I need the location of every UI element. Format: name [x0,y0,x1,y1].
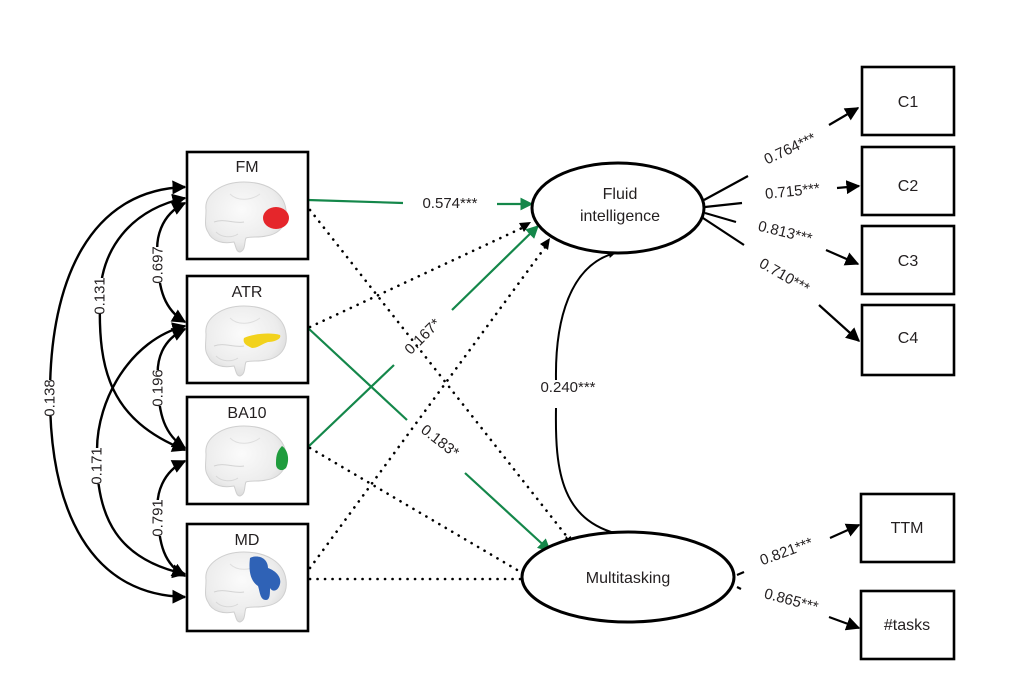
cov-label-text: 0.171 [89,447,106,485]
predictor-fm-label: FM [235,159,258,176]
loading-multi-tasks-arrow [828,615,861,631]
indicator-ttm-label: TTM [891,520,924,537]
latent-fluid-label-line2: intelligence [580,208,660,225]
cov-label-ba10-md: 0.791 [149,499,167,537]
path-ba10-fluid-arrow [451,225,539,311]
loading-c1-label: 0.764*** [762,130,819,169]
loading-c2-label: 0.715*** [764,180,821,203]
cov-label-text: 0.196 [150,369,167,407]
arrowhead-md-fluid [540,238,550,250]
latent-multitasking-label: Multitasking [586,570,670,587]
path-fm-multi-dotted [308,208,570,540]
atr-region [243,333,281,348]
cov-label-fm-atr: 0.697 [149,246,167,284]
indicator-c3: C3 [860,224,956,296]
loading-fluid-c3-arrow [825,248,860,266]
predictor-ba10: BA10 [185,395,310,506]
loading-c4-label: 0.710*** [756,255,812,297]
latent-fluid-label-line1: Fluid [603,186,638,203]
loading-multi-ttm-arrow [829,523,861,540]
loading-ttm-label: 0.821*** [758,534,816,569]
brain-atr-icon [205,305,287,377]
path-fm-fluid [307,198,404,205]
path-md-fluid-dotted [308,244,548,570]
cov-atr-md-curve [95,322,187,579]
loading-fluid-c2-stub [704,201,743,209]
path-fm-fluid-label: 0.574*** [422,195,477,212]
loading-c3-label: 0.813*** [756,218,814,248]
cov-label-text: 0.138 [42,379,59,417]
predictor-md-label: MD [235,532,260,549]
indicator-c2-label: C2 [898,178,919,195]
path-ba10-fluid-label: 0.167* [401,315,444,358]
predictor-atr: ATR [185,274,310,385]
cov-label-atr-ba10: 0.196 [149,369,167,407]
loading-fluid-c4-arrow [818,304,861,342]
indicator-ttm: TTM [859,492,956,564]
cov-label-fm-md: 0.138 [41,379,59,417]
latent-covariance-curve [554,253,628,536]
indicator-c1: C1 [860,65,956,137]
brain-md-icon [205,551,287,623]
indicator-c4-label: C4 [898,330,919,347]
path-atr-multi [307,327,408,421]
loading-multi-tasks-stub [736,586,742,590]
indicator-c2: C2 [860,145,956,217]
latent-covariance-label: 0.240*** [540,379,595,396]
cov-label-fm-ba10: 0.131 [91,277,109,315]
md-region [249,556,281,600]
predictor-md: MD [185,522,310,633]
brain-ba10-icon [205,425,289,497]
indicator-tasks-label: #tasks [884,617,930,634]
cov-label-text: 0.131 [92,277,109,315]
path-ba10-fluid [307,364,395,448]
predictor-atr-label: ATR [232,284,263,301]
path-atr-fluid-dotted [308,226,524,329]
latent-multitasking: Multitasking [520,530,736,624]
cov-fm-ba10-curve [98,193,187,452]
predictor-fm: FM [185,150,310,261]
predictor-ba10-label: BA10 [227,405,266,422]
loading-fluid-c1-stub [703,175,749,201]
loading-tasks-label: 0.865*** [762,585,820,616]
loading-fluid-c1-arrow [828,107,860,126]
cov-label-text: 0.791 [150,499,167,537]
path-ba10-multi-dotted [308,446,526,576]
ba10-region [276,446,289,471]
brain-fm-icon [205,181,289,253]
loading-fluid-c2-arrow [836,180,861,195]
loading-multi-ttm-stub [736,570,745,577]
cov-label-atr-md: 0.171 [88,447,106,485]
indicator-tasks: #tasks [859,589,956,661]
indicator-c4: C4 [860,303,956,377]
path-atr-multi-arrow [464,472,551,552]
fm-region [263,207,289,229]
cov-label-text: 0.697 [150,246,167,284]
loading-fluid-c4-stub [702,217,745,246]
latent-fluid-intelligence: Fluid intelligence [530,161,706,255]
loading-fluid-c3-stub [704,211,737,224]
indicator-c1-label: C1 [898,94,919,111]
path-atr-multi-label: 0.183* [417,421,462,461]
arrowhead-atr-fluid [519,222,531,232]
indicator-c3-label: C3 [898,253,919,270]
